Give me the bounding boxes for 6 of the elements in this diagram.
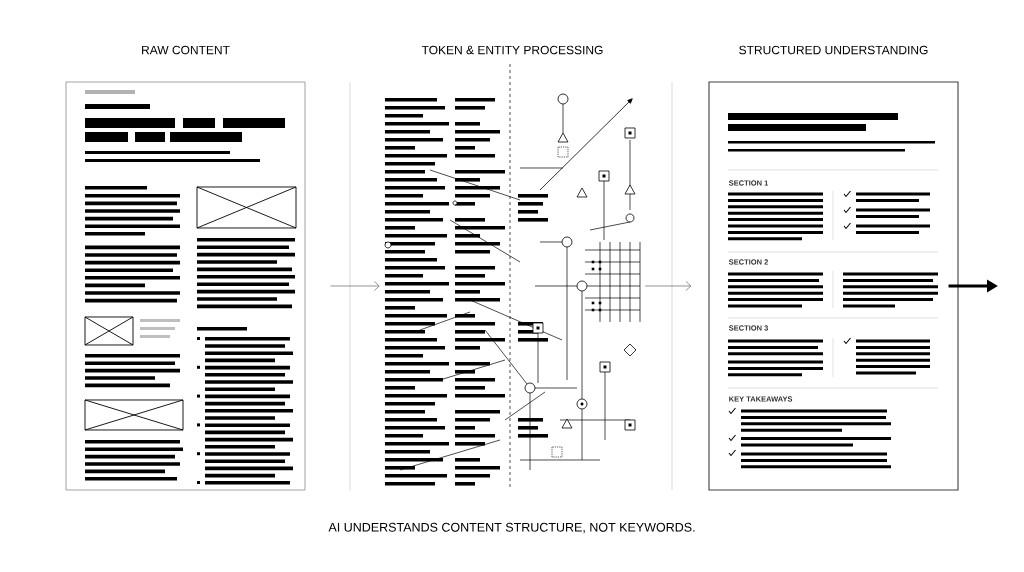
- panel-heading: TOKEN & ENTITY PROCESSING: [421, 45, 603, 55]
- arrow: [330, 281, 380, 291]
- arrow: [644, 281, 692, 291]
- caption: AI UNDERSTANDS CONTENT STRUCTURE, NOT KEYWORDS.: [328, 522, 695, 534]
- panel-heading: RAW CONTENT: [142, 45, 230, 55]
- panel-heading: STRUCTURED UNDERSTANDING: [739, 45, 928, 55]
